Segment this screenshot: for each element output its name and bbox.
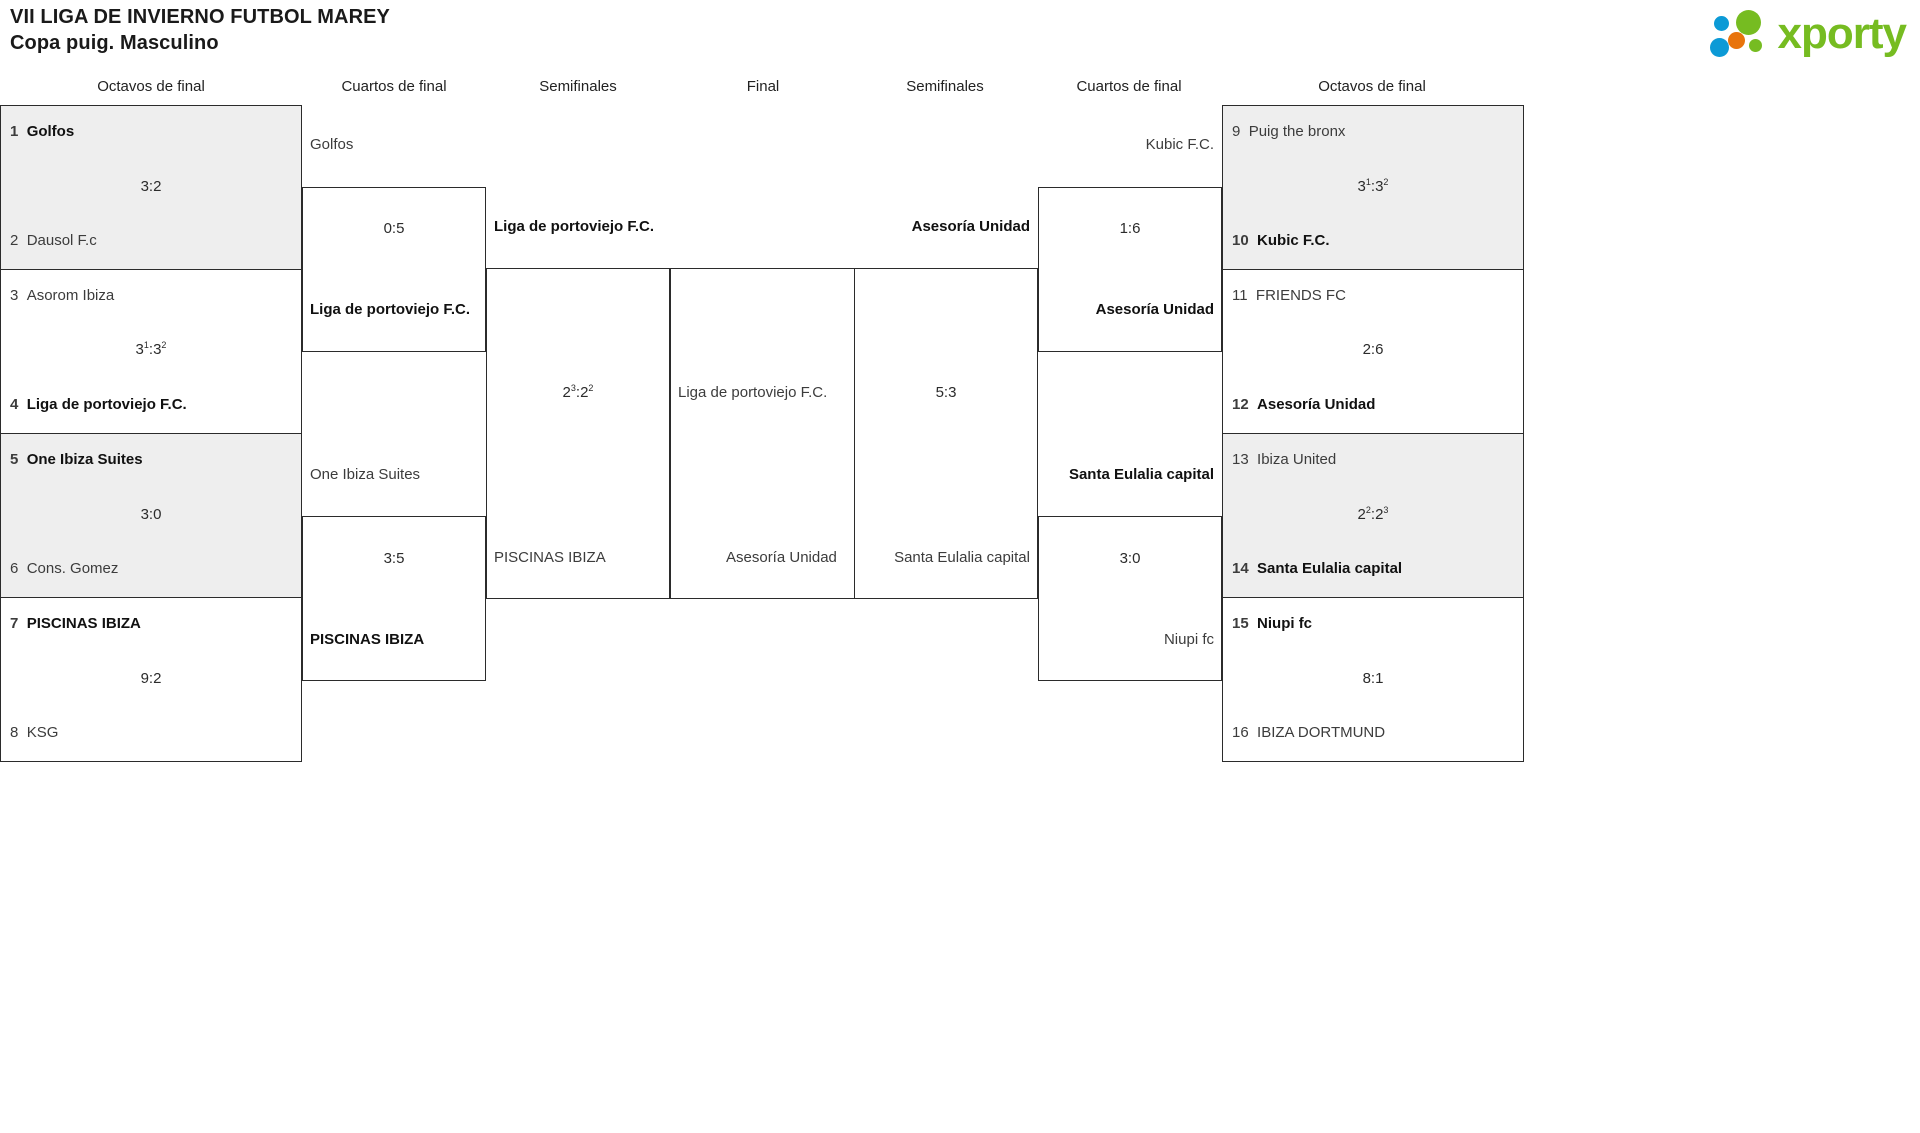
octavos-right-1-score: 31:32 xyxy=(1357,177,1389,196)
final-team-b: Asesoría Unidad xyxy=(726,549,837,566)
match-box-octavos-left-4[interactable] xyxy=(0,597,302,762)
match-box-semifinal-left[interactable] xyxy=(486,268,670,599)
match-box-cuartos-left-2[interactable] xyxy=(302,516,486,681)
cuartos-left-1-score: 0:5 xyxy=(383,220,405,237)
octavos-right-1-team-b: 10 Kubic F.C. xyxy=(1232,232,1330,249)
cuartos-right-2-team-a: Santa Eulalia capital xyxy=(1068,466,1214,483)
round-header-cuartos-right: Cuartos de final xyxy=(1076,78,1182,95)
cuartos-left-2-score: 3:5 xyxy=(383,550,405,567)
octavos-left-2-team-a: 3 Asorom Ibiza xyxy=(10,287,115,304)
octavos-left-2-score: 31:32 xyxy=(135,340,167,359)
cuartos-right-1-score: 1:6 xyxy=(1119,220,1141,237)
cuartos-left-2-team-b: PISCINAS IBIZA xyxy=(310,631,425,648)
match-box-octavos-right-2[interactable] xyxy=(1222,269,1524,434)
octavos-right-1-team-a: 9 Puig the bronx xyxy=(1232,123,1346,140)
semifinal-right-score: 5:3 xyxy=(935,384,957,401)
cuartos-right-1-team-b: Asesoría Unidad xyxy=(1095,301,1214,318)
octavos-left-4-team-b: 8 KSG xyxy=(10,724,59,741)
octavos-left-1-team-a: 1 Golfos xyxy=(10,123,75,140)
octavos-left-2-team-b: 4 Liga de portoviejo F.C. xyxy=(10,396,187,413)
octavos-right-3-team-b: 14 Santa Eulalia capital xyxy=(1232,560,1403,577)
tournament-subtitle: Copa puig. Masculino xyxy=(10,32,219,54)
octavos-right-4-team-b: 16 IBIZA DORTMUND xyxy=(1232,724,1386,741)
page-title: VII LIGA DE INVIERNO FUTBOL MAREY Copa p… xyxy=(10,4,390,56)
cuartos-left-1-team-a: Golfos xyxy=(310,136,354,153)
octavos-left-3-team-a: 5 One Ibiza Suites xyxy=(10,451,143,468)
semifinal-left-team-b: PISCINAS IBIZA xyxy=(494,549,606,566)
semifinal-left-team-a: Liga de portoviejo F.C. xyxy=(494,218,655,235)
round-header-octavos-left: Octavos de final xyxy=(97,78,205,95)
tournament-name: VII LIGA DE INVIERNO FUTBOL MAREY xyxy=(10,6,390,28)
octavos-right-3-score: 22:23 xyxy=(1357,505,1389,524)
match-box-cuartos-right-2[interactable] xyxy=(1038,516,1222,681)
xporty-logo[interactable]: xporty xyxy=(1709,6,1907,62)
octavos-right-2-team-a: 11 FRIENDS FC xyxy=(1232,287,1346,304)
round-header-octavos-right: Octavos de final xyxy=(1318,78,1426,95)
cuartos-right-2-score: 3:0 xyxy=(1119,550,1141,567)
match-box-octavos-right-3[interactable] xyxy=(1222,433,1524,598)
round-header-final: Final xyxy=(746,78,780,95)
semifinal-left-score: 23:22 xyxy=(562,383,594,402)
octavos-right-4-team-a: 15 Niupi fc xyxy=(1232,615,1313,632)
match-box-cuartos-left-1[interactable] xyxy=(302,187,486,352)
semifinal-right-team-a: Asesoría Unidad xyxy=(911,218,1030,235)
semifinal-right-team-b: Santa Eulalia capital xyxy=(894,549,1030,566)
round-header-semifinales-right: Semifinales xyxy=(906,78,984,95)
cuartos-left-2-team-a: One Ibiza Suites xyxy=(310,466,421,483)
match-box-octavos-left-1[interactable] xyxy=(0,105,302,270)
octavos-left-1-team-b: 2 Dausol F.c xyxy=(10,232,97,249)
octavos-right-4-score: 8:1 xyxy=(1362,670,1384,687)
octavos-right-2-score: 2:6 xyxy=(1362,341,1384,358)
octavos-left-3-team-b: 6 Cons. Gomez xyxy=(10,560,119,577)
octavos-left-4-team-a: 7 PISCINAS IBIZA xyxy=(10,615,141,632)
round-header-cuartos-left: Cuartos de final xyxy=(341,78,447,95)
octavos-right-3-team-a: 13 Ibiza United xyxy=(1232,451,1337,468)
match-box-octavos-left-2[interactable] xyxy=(0,269,302,434)
octavos-left-3-score: 3:0 xyxy=(140,506,162,523)
match-box-octavos-right-1[interactable] xyxy=(1222,105,1524,270)
octavos-left-4-score: 9:2 xyxy=(140,670,162,687)
match-box-semifinal-right[interactable] xyxy=(854,268,1038,599)
cuartos-right-2-team-b: Niupi fc xyxy=(1163,631,1214,648)
cuartos-right-1-team-a: Kubic F.C. xyxy=(1145,136,1214,153)
round-header-semifinales-left: Semifinales xyxy=(539,78,617,95)
final-team-a: Liga de portoviejo F.C. xyxy=(678,384,828,401)
cuartos-left-1-team-b: Liga de portoviejo F.C. xyxy=(310,301,471,318)
logo-dots-icon xyxy=(1709,8,1772,60)
match-box-cuartos-right-1[interactable] xyxy=(1038,187,1222,352)
octavos-left-1-score: 3:2 xyxy=(140,178,162,195)
logo-wordmark: xporty xyxy=(1777,9,1907,58)
octavos-right-2-team-b: 12 Asesoría Unidad xyxy=(1232,396,1376,413)
match-box-octavos-right-4[interactable] xyxy=(1222,597,1524,762)
